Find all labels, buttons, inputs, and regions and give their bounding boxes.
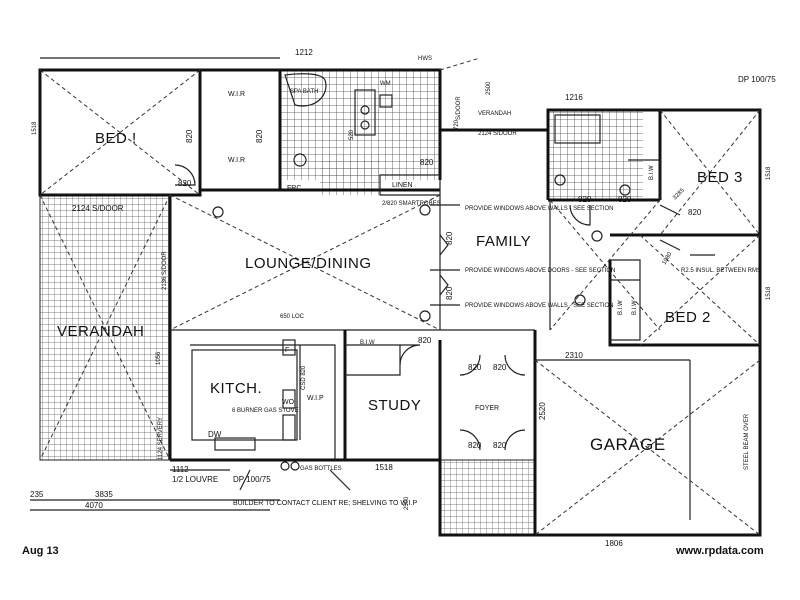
dim-1216: 1216: [565, 93, 583, 102]
note-f: F: [285, 347, 289, 354]
room-label-biw4: B.I.W: [632, 300, 638, 315]
room-label-bed2: BED 2: [665, 309, 711, 326]
dim-820-d: 820: [420, 158, 434, 167]
room-label-wir2: W.I.R: [228, 157, 245, 164]
note-wo: WO: [282, 399, 295, 406]
footer-site[interactable]: www.rpdata.com: [676, 545, 764, 557]
note-burner: 6 BURNER GAS STOVE: [232, 408, 299, 414]
dim-3835: 3835: [95, 490, 113, 499]
room-label-lounge: LOUNGE/DINING: [245, 255, 372, 272]
note-s-door: S/DOOR: [456, 96, 462, 120]
dim-820-j: 820: [493, 363, 507, 372]
dim-820-c: 820: [178, 179, 192, 188]
room-label-biw1: B.I.W: [360, 340, 375, 346]
porch-tiles: [439, 459, 536, 536]
dim-820-k: 820: [468, 441, 482, 450]
note-wm: WM: [380, 81, 391, 87]
note-sliding-door-left: 2124 S/DOOR: [72, 204, 124, 213]
dim-1518-b: 1518: [766, 166, 772, 180]
room-label-study: STUDY: [368, 397, 421, 414]
note-windows-walls-2: PROVIDE WINDOWS ABOVE WALLS - SEE SECTIO…: [465, 303, 613, 309]
room-label-linen: LINEN: [392, 182, 413, 189]
dim-820-g: 820: [688, 208, 702, 217]
room-label-wip: W.I.P: [307, 395, 324, 402]
dim-820-n: 820: [445, 286, 454, 300]
note-windows-doors: PROVIDE WINDOWS ABOVE DOORS - SEE SECTIO…: [465, 268, 615, 274]
note-gas: GAS BOTTLES: [300, 466, 342, 472]
room-label-verandah-top: VERANDAH: [478, 111, 511, 117]
note-dp-right: DP 100/75: [738, 75, 776, 84]
dim-820-l: 820: [493, 441, 507, 450]
note-sliding-door-top: 2124 S/DOOR: [478, 131, 517, 137]
room-label-bed1: BED !: [95, 130, 137, 147]
room-label-biw3: B.I.W: [618, 300, 624, 315]
note-dp-left: DP 100/75: [233, 475, 271, 484]
room-label-wir1: W.I.R: [228, 91, 245, 98]
dim-520: 520: [349, 129, 355, 140]
room-label-foyer: FOYER: [475, 405, 499, 412]
dim-2500-b: 2500: [486, 81, 492, 95]
footer-date: Aug 13: [22, 545, 59, 557]
note-beam: STEEL BEAM OVER: [744, 413, 750, 470]
dim-1806: 1806: [605, 539, 623, 548]
dim-1056: 1056: [156, 351, 162, 365]
dim-820-i: 820: [468, 363, 482, 372]
dim-820-b: 820: [255, 129, 264, 143]
note-sliding-door-vert: 2136 S/DOOR: [162, 251, 168, 290]
dim-820-f: 820: [618, 195, 632, 204]
note-builder: BUILDER TO CONTACT CLIENT RE; SHELVING T…: [233, 500, 417, 507]
dim-2500-a: 2500: [404, 496, 410, 510]
dim-3285: 3285: [672, 187, 686, 201]
note-dw: DW: [208, 430, 222, 439]
room-label-frc: FRC: [287, 185, 301, 192]
dim-1518-c: 1518: [766, 286, 772, 300]
room-label-kitch: KITCH.: [210, 380, 262, 397]
dim-1112: 1112: [172, 465, 189, 474]
note-lintel: 650 LOC: [280, 314, 305, 320]
room-label-family: FAMILY: [476, 233, 531, 250]
dim-1212: 1212: [295, 48, 313, 57]
dim-1518-d: 1518: [375, 463, 393, 472]
note-hws: HWS: [418, 56, 432, 62]
dim-820-a: 820: [185, 129, 194, 143]
note-smartrobes: 2/820 SMARTROBES: [382, 201, 441, 207]
dim-820-m: 820: [445, 231, 454, 245]
dim-1518-a: 1518: [32, 121, 38, 135]
note-windows-walls-1: PROVIDE WINDOWS ABOVE WALLS - SEE SECTIO…: [465, 206, 613, 212]
note-louvre: 1/2 LOUVRE: [172, 475, 218, 484]
room-label-garage: GARAGE: [590, 435, 666, 454]
dim-720: 720: [454, 119, 460, 130]
note-csd: CSD 820: [301, 365, 307, 390]
dim-235: 235: [30, 490, 44, 499]
dim-4070: 4070: [85, 501, 103, 510]
dim-2520: 2520: [538, 402, 547, 420]
laundry-tiles: [320, 155, 380, 195]
note-spa: SPA BATH: [290, 89, 318, 95]
dim-2310: 2310: [565, 351, 583, 360]
note-server: 1124 SERVERY: [158, 417, 164, 460]
note-insul: R2.5 INSUL. BETWEEN RMS: [681, 268, 761, 274]
dim-820-e: 820: [578, 195, 592, 204]
dim-820-h: 820: [418, 336, 432, 345]
room-label-verandah: VERANDAH: [57, 323, 144, 340]
room-label-biw2: B.I.W: [649, 165, 655, 180]
room-label-bed3: BED 3: [697, 169, 743, 186]
